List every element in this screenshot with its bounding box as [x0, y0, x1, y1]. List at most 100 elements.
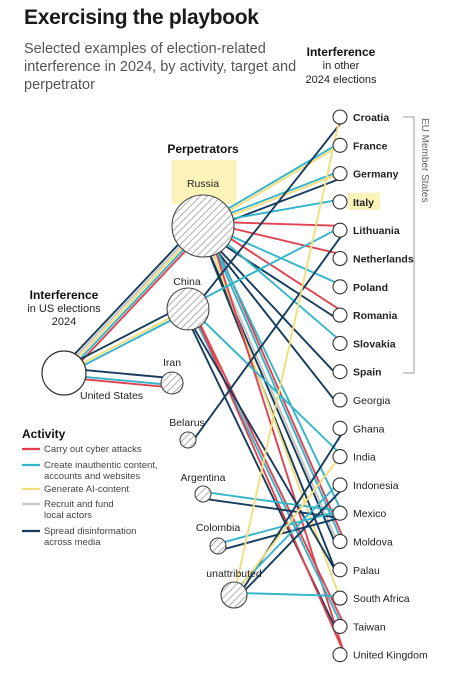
target-node-taiwan	[332, 618, 348, 634]
link-russia-us-recruit	[61, 223, 202, 373]
target-node-croatia	[332, 109, 348, 125]
perpetrator-label-argentina: Argentina	[181, 472, 226, 484]
us-node	[41, 350, 87, 396]
link-russia-us-ai	[62, 224, 204, 374]
other-heading-line2: 2024 elections	[306, 74, 377, 86]
link-china-india-content	[188, 306, 343, 456]
perpetrator-node-colombia	[209, 537, 227, 555]
legend-label-recruit-line2: local actors	[44, 510, 92, 521]
link-unattributed-indonesia-spread	[236, 487, 345, 600]
perpetrator-node-unattributed	[220, 581, 248, 609]
target-label-moldova: Moldova	[353, 537, 393, 549]
perpetrator-label-russia: Russia	[187, 178, 219, 190]
link-russia-south_africa-ai	[202, 225, 341, 600]
target-label-uk: United Kingdom	[353, 650, 428, 662]
target-node-lithuania	[332, 222, 348, 238]
link-russia-moldova-content	[203, 224, 343, 542]
perpetrator-label-iran: Iran	[163, 357, 181, 369]
us-heading-line1: in US elections	[27, 303, 101, 315]
link-china-us-content	[64, 310, 190, 376]
perpetrator-node-belarus	[179, 431, 197, 449]
target-node-moldova	[332, 533, 348, 550]
legend-label-spread: Spread disinformation	[44, 526, 136, 537]
perpetrator-label-belarus: Belarus	[169, 417, 205, 429]
target-node-palau	[332, 562, 348, 578]
legend-label-cyber: Carry out cyber attacks	[44, 444, 142, 455]
target-node-south_africa	[332, 590, 348, 606]
target-node-ghana	[332, 420, 348, 436]
target-node-france	[332, 137, 348, 153]
other-heading-title: Interference	[307, 45, 376, 59]
other-heading-line1: in other	[323, 60, 360, 72]
page-subtitle: Selected examples of election-related in…	[24, 41, 297, 93]
target-label-spain: Spain	[353, 367, 382, 379]
link-belarus-lithuania-spread	[190, 231, 345, 444]
target-label-poland: Poland	[353, 282, 388, 294]
eu-bracket	[403, 116, 415, 374]
target-node-spain	[332, 364, 348, 380]
legend-label-ai: Generate AI-content	[44, 484, 129, 495]
perpetrator-node-argentina	[194, 485, 212, 503]
link-china-us-ai	[62, 307, 189, 374]
link-russia-us-spread	[59, 221, 201, 371]
target-node-india	[332, 449, 348, 465]
target-node-italy	[332, 194, 348, 210]
us-heading-title: Interference	[30, 288, 99, 302]
link-russia-us-content	[64, 226, 206, 376]
link-unattributed-croatia-ai	[233, 116, 341, 596]
legend-title: Activity	[22, 427, 66, 441]
link-china-palau-spread	[183, 310, 338, 573]
perpetrator-label-colombia: Colombia	[196, 522, 241, 534]
target-node-romania	[332, 307, 348, 323]
target-label-germany: Germany	[353, 169, 399, 181]
link-unattributed-india-ai	[233, 455, 341, 596]
link-china-croatia-spread	[190, 118, 345, 313]
link-unattributed-south_africa-content	[233, 591, 342, 597]
perpetrators-heading: Perpetrators	[167, 142, 239, 156]
legend-label-content: Create inauthentic content,	[44, 460, 158, 471]
nodes-layer: United States RussiaChinaIranBelarusArgen…	[41, 109, 428, 663]
legend-label-spread-line2: across media	[44, 537, 101, 548]
link-china-taiwan-cyber	[191, 306, 345, 626]
target-label-ghana: Ghana	[353, 423, 385, 435]
perpetrator-label-unattributed: unattributed	[206, 568, 262, 580]
link-russia-georgia-spread	[198, 227, 338, 404]
perpetrator-node-iran	[160, 371, 184, 395]
link-russia-mexico-content	[204, 224, 343, 514]
us-heading-line2: 2024	[52, 316, 76, 328]
target-label-mexico: Mexico	[353, 508, 386, 520]
page-title: Exercising the playbook	[24, 6, 259, 29]
target-node-germany	[332, 166, 348, 182]
target-node-indonesia	[332, 477, 348, 493]
italy-highlight	[348, 192, 380, 210]
link-china-lithuania-content	[186, 227, 340, 308]
us-node-label: United States	[80, 390, 143, 402]
target-node-netherlands	[332, 250, 348, 267]
eu-bracket-label: EU Member States	[419, 118, 430, 202]
target-label-taiwan: Taiwan	[353, 621, 386, 633]
target-label-georgia: Georgia	[353, 395, 391, 407]
target-label-france: France	[353, 140, 388, 152]
target-label-netherlands: Netherlands	[353, 254, 414, 266]
target-label-romania: Romania	[353, 310, 398, 322]
target-node-slovakia	[332, 335, 348, 351]
link-china-us-spread	[60, 303, 187, 370]
target-node-mexico	[332, 505, 348, 521]
link-colombia-mexico-content	[216, 510, 341, 545]
target-label-india: India	[353, 452, 376, 464]
target-label-croatia: Croatia	[353, 112, 389, 124]
target-node-georgia	[332, 392, 348, 408]
link-russia-us-cyber	[66, 228, 208, 377]
legend-label-content-line2: accounts and websites	[44, 471, 140, 482]
target-label-palau: Palau	[353, 565, 380, 577]
target-label-slovakia: Slovakia	[353, 338, 396, 350]
target-node-uk	[332, 647, 348, 663]
perpetrator-node-china	[166, 287, 210, 331]
perpetrator-label-china: China	[173, 276, 201, 288]
target-label-south_africa: South Africa	[353, 593, 410, 605]
target-label-indonesia: Indonesia	[353, 480, 399, 492]
target-label-italy: Italy	[353, 197, 374, 209]
link-argentina-mexico-content	[202, 490, 342, 512]
